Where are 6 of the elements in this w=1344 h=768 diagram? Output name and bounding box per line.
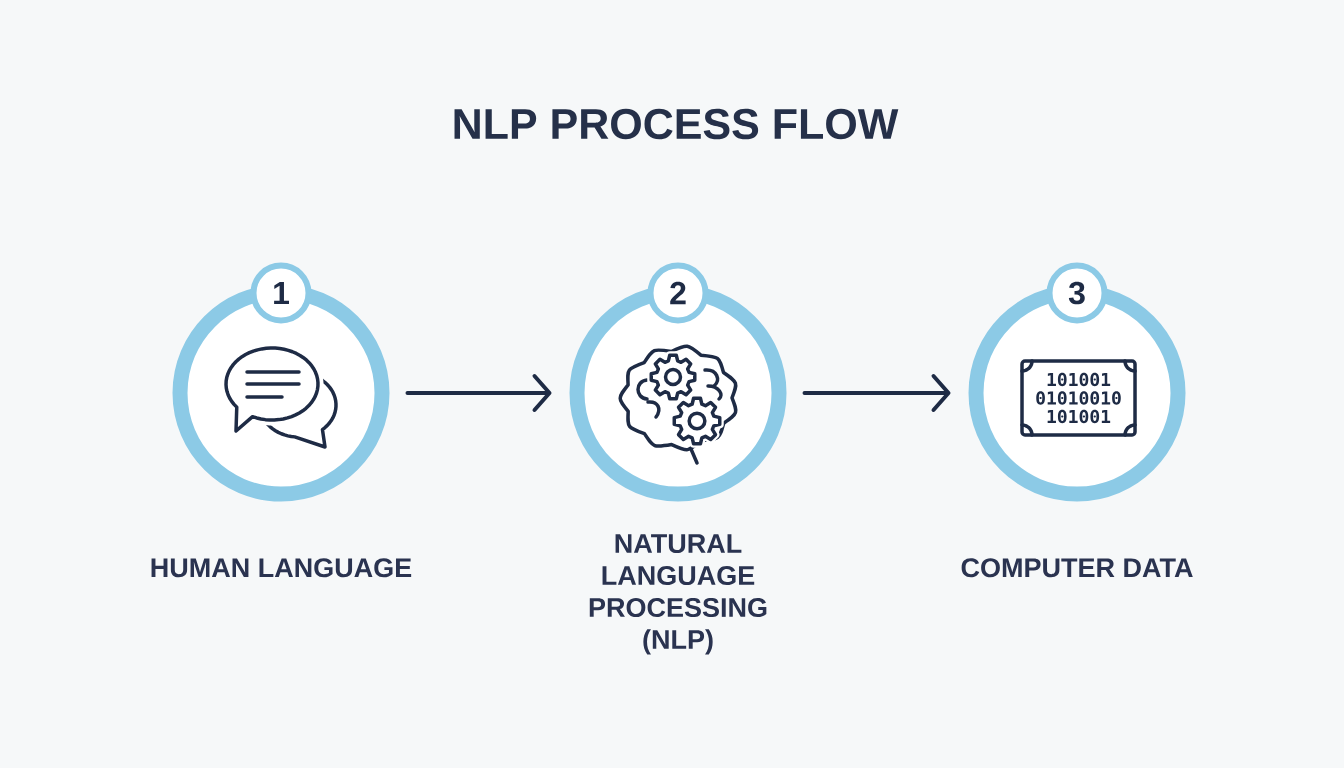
arrow: [802, 374, 951, 412]
title: NLP PROCESS FLOW: [454, 108, 899, 140]
arrow: [405, 374, 552, 412]
step-label: HUMAN LANGUAGE: [151, 558, 412, 578]
step-label: COMPUTER DATA: [961, 558, 1193, 578]
step-label: NATURAL LANGUAGE PROCESSING (NLP): [589, 534, 767, 655]
